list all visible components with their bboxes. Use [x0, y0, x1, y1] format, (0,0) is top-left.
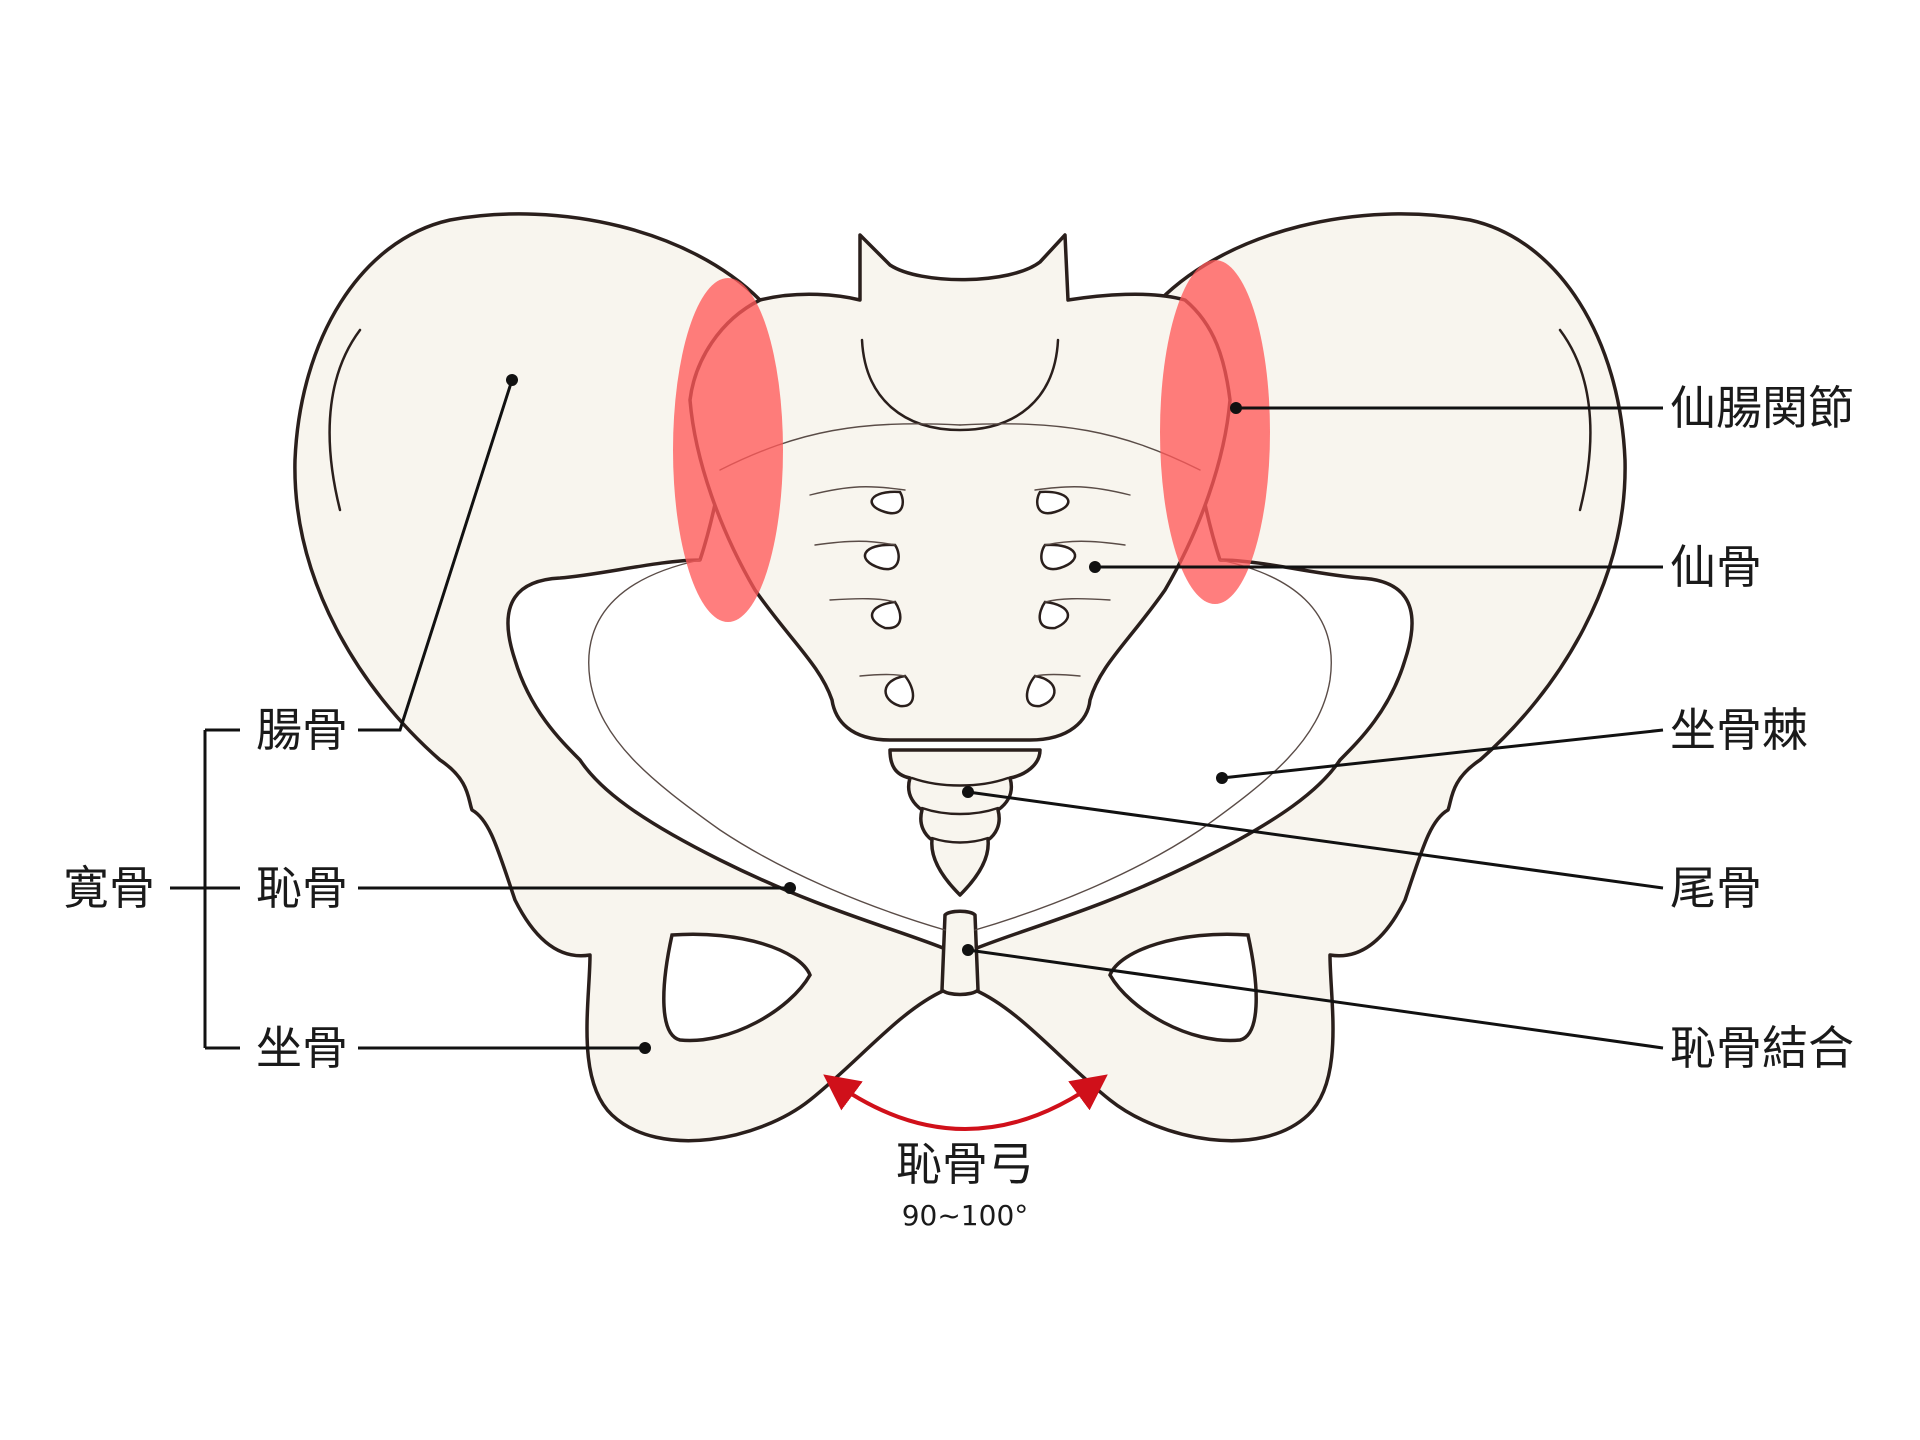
left-sacroiliac-highlight	[673, 278, 783, 622]
label-pubis: 恥骨	[256, 861, 348, 915]
pubic-symphysis-leader	[967, 948, 1664, 1050]
hip-bone-bracket	[170, 728, 240, 1050]
pelvis-bones	[293, 212, 1627, 1143]
coccyx-leader	[967, 790, 1664, 890]
label-ilium: 腸骨	[256, 703, 348, 757]
label-coccyx: 尾骨	[1670, 861, 1762, 915]
sacral-foramina	[809, 486, 1131, 708]
right-hip-bone	[970, 212, 1627, 1143]
label-ischial-spine: 坐骨棘	[1670, 703, 1808, 757]
pubic-arch-arrow	[823, 1074, 1108, 1131]
label-pubic-arch: 恥骨弓	[896, 1137, 1034, 1191]
ilium-leader	[358, 379, 514, 732]
label-pubic-arch-angle: 90~100°	[902, 1199, 1029, 1232]
right-obturator-foramen	[1108, 932, 1258, 1043]
label-ischium: 坐骨	[256, 1021, 348, 1075]
coccyx-shape	[888, 748, 1042, 897]
label-sacroiliac-joint: 仙腸関節	[1670, 381, 1854, 435]
sacral-promontory	[860, 338, 1060, 432]
label-pubic-symphysis: 恥骨結合	[1670, 1021, 1854, 1075]
sacroiliac-joint-highlights	[673, 260, 1270, 622]
left-hip-bone	[293, 212, 950, 1143]
label-hip-bone: 寛骨	[63, 861, 155, 915]
label-sacrum: 仙骨	[1670, 540, 1762, 594]
right-sacroiliac-highlight	[1160, 260, 1270, 604]
pubic-symphysis-disc	[940, 909, 980, 997]
labels: 寛骨 腸骨 恥骨 坐骨 仙腸関節 仙骨 坐骨棘 尾骨 恥骨結合 恥骨弓 90~1…	[63, 381, 1854, 1232]
left-obturator-foramen	[662, 932, 812, 1043]
leader-lines	[170, 374, 1664, 1054]
ischial-spine-leader	[1221, 728, 1664, 780]
